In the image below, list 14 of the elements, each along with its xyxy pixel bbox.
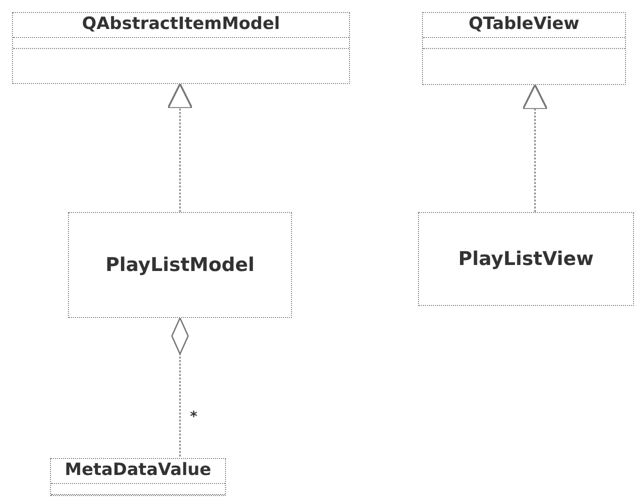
multiplicity-label: *: [190, 410, 198, 424]
class-name: PlayListView: [457, 246, 595, 272]
class-name: PlayListModel: [104, 252, 256, 278]
uml-class-box: [12, 12, 350, 84]
uml-class-box: [422, 12, 626, 85]
inheritance-arrow: [167, 83, 193, 212]
class-box: [68, 212, 292, 318]
class-name: QTableView: [468, 13, 580, 36]
class-name: MetaDataValue: [64, 459, 212, 482]
class-name: QAbstractItemModel: [81, 13, 281, 36]
class-box: [418, 212, 634, 306]
aggregation-line: [171, 317, 189, 458]
uml-class-box: [50, 458, 226, 496]
inheritance-arrow: [522, 84, 548, 212]
